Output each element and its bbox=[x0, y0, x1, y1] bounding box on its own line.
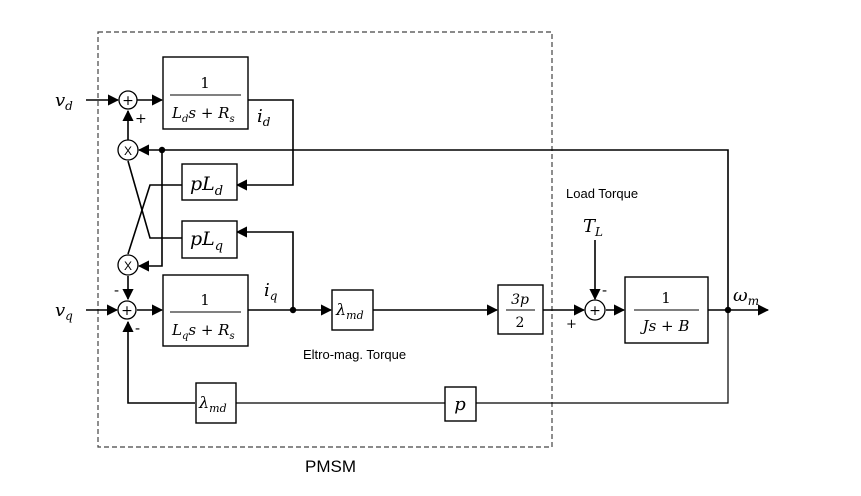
wire-plq-to-multtop bbox=[127, 160, 182, 239]
junction-omega-top bbox=[158, 146, 166, 154]
block-plq: pLq bbox=[181, 220, 238, 259]
svg-text:pLq: pLq bbox=[190, 228, 223, 254]
pmsm-label: PMSM bbox=[305, 457, 356, 476]
svg-text:+: + bbox=[589, 303, 601, 319]
sum-junction-d: + bbox=[118, 90, 138, 110]
multiplier-top: X bbox=[117, 139, 139, 161]
sign-sum-d-plus: + bbox=[135, 111, 147, 127]
svg-text:2: 2 bbox=[516, 315, 525, 331]
svg-text:Js + B: Js + B bbox=[640, 317, 690, 335]
block-lambda-torque: λmd bbox=[331, 289, 374, 331]
wire-omega-branch-bottom bbox=[137, 150, 163, 272]
label-iq: iq bbox=[264, 280, 278, 303]
block-pole-gain: p bbox=[444, 386, 477, 422]
multiplier-bottom: X bbox=[117, 254, 139, 276]
block-torque-gain: 3p 2 bbox=[497, 284, 544, 335]
svg-text:3p: 3p bbox=[511, 292, 529, 308]
svg-text:X: X bbox=[124, 144, 132, 158]
label-electromag-torque: Eltro-mag. Torque bbox=[303, 347, 406, 362]
svg-text:pLd: pLd bbox=[190, 173, 223, 199]
svg-text:X: X bbox=[124, 259, 132, 273]
block-pld: pLd bbox=[181, 163, 238, 201]
svg-text:+: + bbox=[121, 303, 133, 319]
wire-id-out bbox=[235, 99, 294, 191]
sign-load-minus: - bbox=[602, 281, 607, 299]
label-load-torque: Load Torque bbox=[566, 186, 638, 201]
sign-sum-q-minus-bottom: - bbox=[135, 319, 140, 337]
label-vd: vd bbox=[55, 90, 73, 113]
wire-lambda-to-sumq bbox=[122, 320, 195, 404]
wire-omega-feedback-top bbox=[137, 144, 729, 310]
label-id: id bbox=[257, 106, 271, 129]
block-q-axis-tf: 1 Lqs + Rs bbox=[162, 274, 249, 347]
wire-pld-to-multbot bbox=[127, 184, 182, 255]
sum-junction-load: + bbox=[584, 299, 606, 321]
svg-text:Lqs + Rs: Lqs + Rs bbox=[171, 321, 235, 342]
block-d-axis-tf: 1 Lds + Rs bbox=[162, 56, 249, 130]
svg-text:λmd: λmd bbox=[335, 300, 364, 322]
sign-load-plus: + bbox=[566, 317, 577, 332]
svg-text:Lds + Rs: Lds + Rs bbox=[171, 104, 235, 125]
sum-junction-q: + bbox=[117, 300, 137, 320]
wire-omega-to-p bbox=[476, 310, 729, 404]
sign-sum-q-minus-top: - bbox=[114, 281, 119, 299]
svg-text:p: p bbox=[454, 394, 466, 415]
svg-text:1: 1 bbox=[200, 291, 210, 309]
label-tl: TL bbox=[583, 216, 603, 239]
wire-iq-to-plq bbox=[235, 226, 294, 310]
svg-text:1: 1 bbox=[661, 289, 671, 307]
block-mech-tf: 1 Js + B bbox=[624, 276, 709, 344]
pmsm-boundary bbox=[97, 31, 553, 448]
block-lambda-feedback: λmd bbox=[195, 382, 237, 424]
svg-text:+: + bbox=[122, 93, 134, 109]
junction-iq bbox=[289, 306, 297, 314]
svg-text:1: 1 bbox=[200, 74, 210, 92]
svg-text:λmd: λmd bbox=[198, 393, 227, 415]
label-omega-m: ωm bbox=[733, 285, 759, 308]
label-vq: vq bbox=[55, 300, 73, 323]
